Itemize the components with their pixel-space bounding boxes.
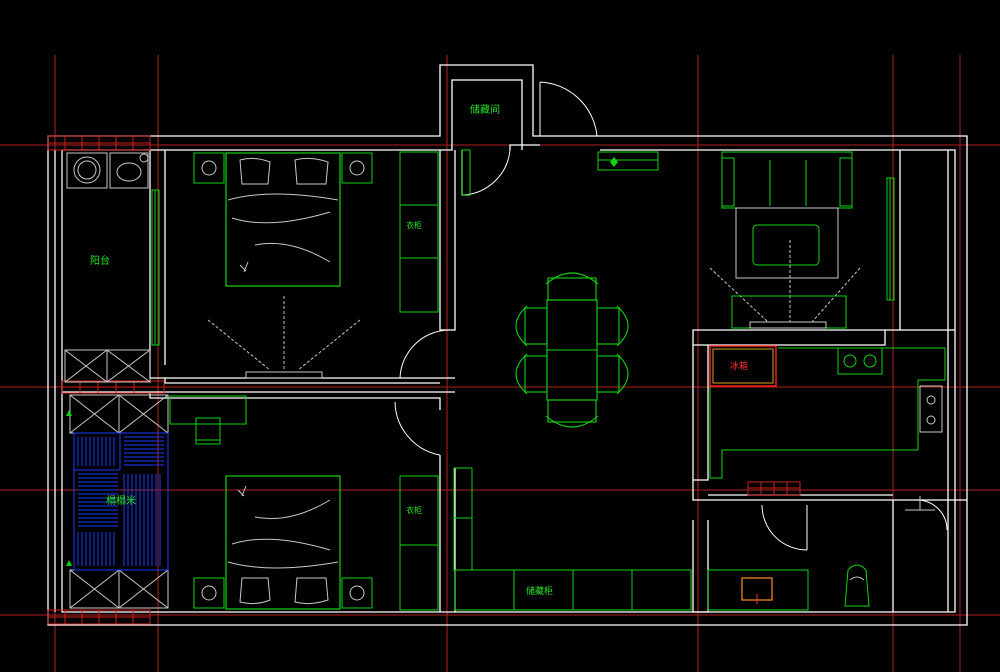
desk: [169, 395, 247, 445]
dining-table: [515, 272, 629, 428]
sofa: [709, 151, 861, 329]
doors: [394, 81, 948, 551]
kitchen-counter: [709, 347, 946, 479]
bottom-bed: [193, 475, 373, 610]
balcony-label: 阳台: [90, 254, 110, 267]
brick-sections: [47, 135, 801, 625]
windows: [151, 149, 895, 346]
grid-lines: [0, 55, 1000, 672]
bathroom-fixtures: [707, 496, 935, 611]
fridge-label: 冰箱: [730, 360, 748, 372]
top-wardrobe: [399, 151, 439, 313]
fridge: [709, 345, 777, 387]
storage-cabinets: [454, 569, 692, 611]
markers: [66, 157, 618, 566]
storage-cabinet-label: 储藏柜: [526, 585, 553, 597]
bottom-wardrobe: [399, 467, 473, 611]
top-bed: [193, 152, 373, 379]
tatami-platform: [73, 432, 169, 571]
top-wardrobe-label: 衣柜: [406, 220, 422, 230]
tatami-label: 榻榻米: [106, 494, 136, 507]
balcony-washer: [66, 152, 149, 189]
storage-room-label: 储藏间: [470, 103, 500, 116]
walls: [47, 64, 968, 626]
bottom-wardrobe-label: 衣柜: [406, 505, 422, 515]
